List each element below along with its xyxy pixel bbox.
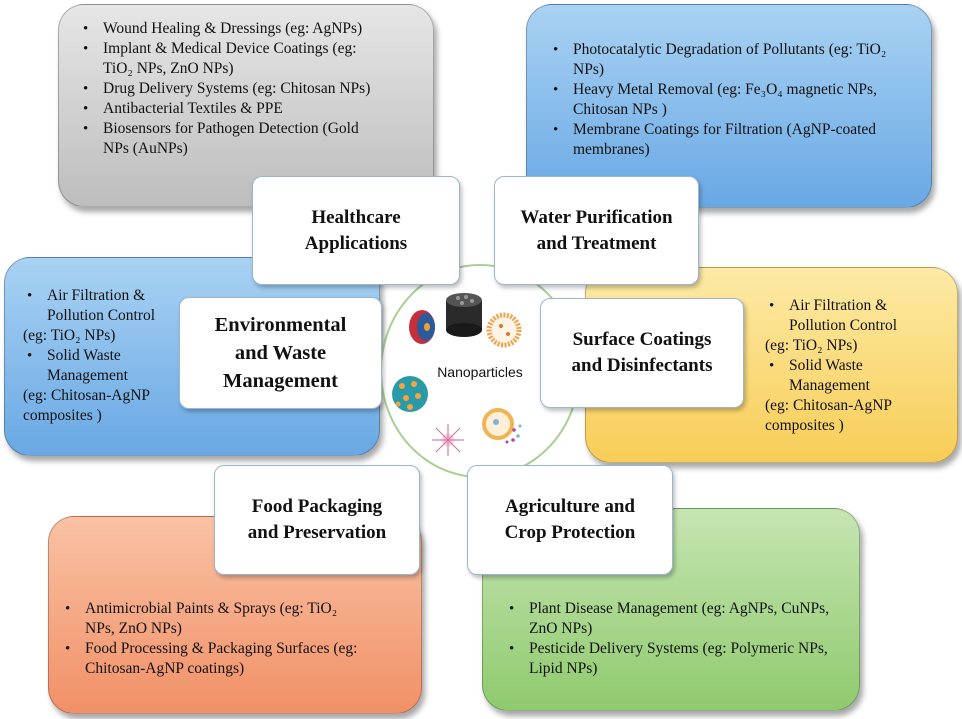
list-item: Solid Waste Management [23,346,193,386]
healthcare-panel: Wound Healing & Dressings (eg: AgNPs) Im… [58,4,434,207]
environmental-content: Air Filtration & Pollution Control (eg: … [23,286,193,426]
micelle-icon [432,424,464,456]
list-item: Plant Disease Management (eg: AgNPs, CuN… [505,599,835,639]
example-note: (eg: TiO₂ NPs) [765,337,858,354]
surface-content: Air Filtration & Pollution Control (eg: … [765,296,945,436]
nanotube-bundle-icon [446,293,482,337]
list-item: Air Filtration & Pollution Control [23,286,193,326]
water-list: Photocatalytic Degradation of Pollutants… [549,40,889,160]
water-panel: Photocatalytic Degradation of Pollutants… [526,4,932,208]
list-item: Drug Delivery Systems (eg: Chitosan NPs) [79,79,379,99]
drug-release-vesicle-icon [482,408,522,444]
water-title: Water Purification and Treatment [494,176,699,285]
list-item: Antibacterial Textiles & PPE [79,99,379,119]
list-item: Air Filtration & Pollution Control [765,296,945,336]
list-item: Wound Healing & Dressings (eg: AgNPs) [79,19,379,39]
agriculture-title: Agriculture and Crop Protection [467,465,673,575]
list-item: Solid Waste Management [765,356,945,396]
list-item: Biosensors for Pathogen Detection (Gold … [79,119,379,159]
list-item: Photocatalytic Degradation of Pollutants… [549,40,889,80]
janus-particle-icon [409,310,435,344]
center-label: Nanoparticles [437,364,523,380]
nanoparticle-illustrations [392,293,522,456]
surface-title: Surface Coatings and Disinfectants [540,298,744,408]
food-list: Antimicrobial Paints & Sprays (eg: TiO₂ … [61,599,361,679]
example-note: (eg: TiO₂ NPs) [23,327,116,344]
dotted-nanosphere-icon [392,376,428,412]
list-item: Food Processing & Packaging Surfaces (eg… [61,639,361,679]
healthcare-list: Wound Healing & Dressings (eg: AgNPs) Im… [79,19,379,159]
list-item: Antimicrobial Paints & Sprays (eg: TiO₂ … [61,599,361,639]
environmental-title: Environmental and Waste Management [179,297,382,409]
liposome-icon [486,312,522,348]
example-note: (eg: Chitosan-AgNP composites ) [23,387,150,424]
example-note: (eg: Chitosan-AgNP composites ) [765,397,892,434]
list-item: Implant & Medical Device Coatings (eg: T… [79,39,379,79]
healthcare-title: Healthcare Applications [252,176,460,285]
food-title: Food Packaging and Preservation [214,465,420,575]
list-item: Heavy Metal Removal (eg: Fe₃O₄ magnetic … [549,80,889,120]
agriculture-list: Plant Disease Management (eg: AgNPs, CuN… [505,599,835,679]
list-item: Pesticide Delivery Systems (eg: Polymeri… [505,639,835,679]
list-item: Membrane Coatings for Filtration (AgNP-c… [549,120,889,160]
